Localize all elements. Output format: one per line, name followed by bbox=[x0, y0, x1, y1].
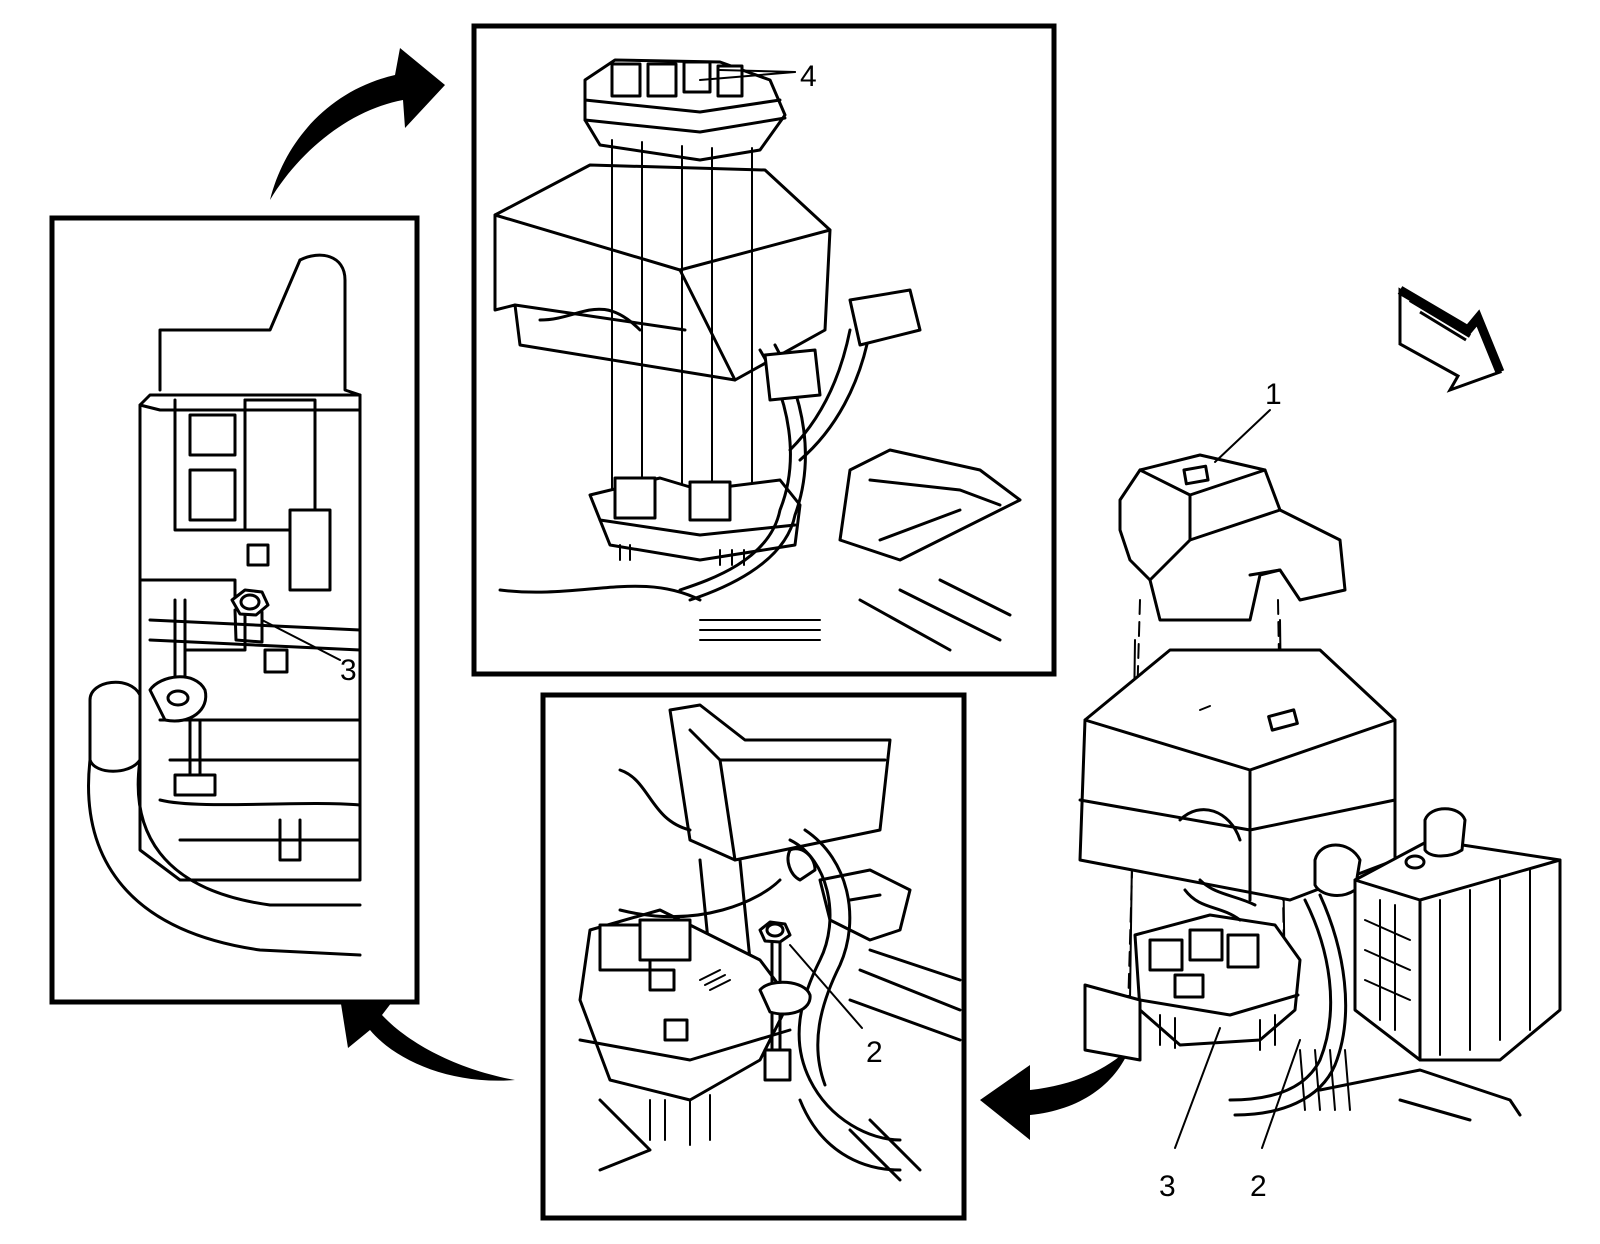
relay-detail-panel: 4 bbox=[471, 23, 1057, 677]
callout-2-ground-nut: 2 bbox=[1250, 1170, 1267, 1203]
ground-nut bbox=[758, 920, 792, 944]
ground-nut-detail-panel: 2 bbox=[540, 692, 967, 1221]
forward-direction-arrow-icon bbox=[1397, 286, 1505, 393]
battery-terminal-detail-panel: 3 bbox=[49, 215, 420, 1005]
callout-4-relays: 4 bbox=[800, 60, 817, 93]
main-assembly-view: 1 3 2 bbox=[1078, 378, 1562, 1203]
fuse-block-cover bbox=[1118, 453, 1347, 622]
flow-arrow-to-ground-view bbox=[980, 1048, 1130, 1140]
flow-arrow-to-relay-view bbox=[270, 48, 445, 200]
callout-2-ground-nut-detail: 2 bbox=[866, 1036, 883, 1069]
callout-3-battery-nut: 3 bbox=[1159, 1170, 1176, 1203]
battery bbox=[1353, 807, 1562, 1062]
flow-arrow-to-battery-view bbox=[338, 985, 515, 1081]
callout-3-battery-nut-detail: 3 bbox=[340, 654, 357, 687]
callout-1-cover: 1 bbox=[1265, 378, 1282, 411]
battery-nut bbox=[230, 588, 270, 644]
